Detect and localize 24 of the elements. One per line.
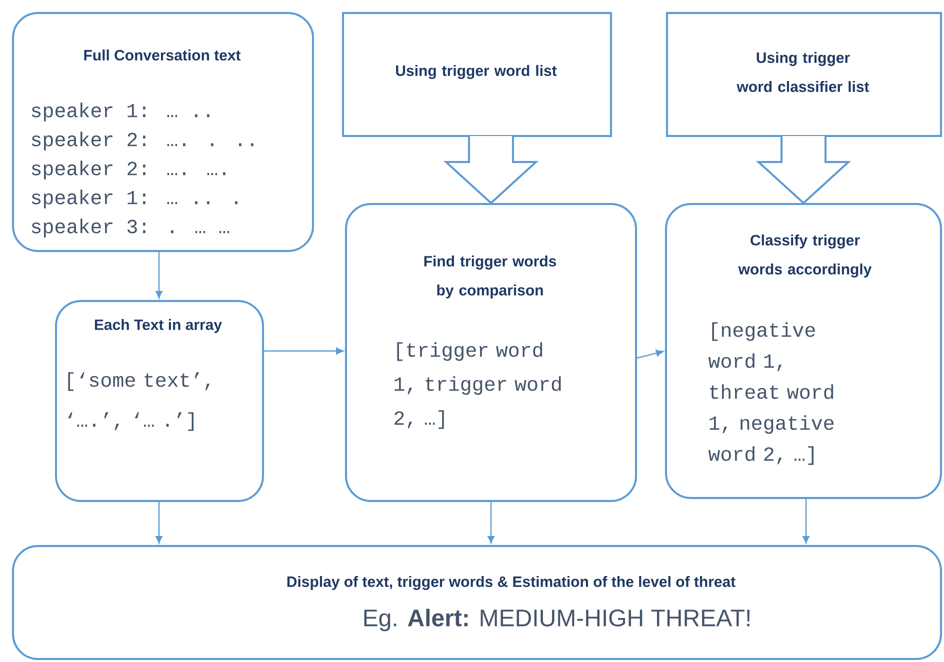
alert-text: Eg. Alert: MEDIUM-HIGH THREAT! — [364, 608, 750, 632]
box-heading: Full Conversation text — [84, 50, 241, 60]
block-arrow — [443, 135, 539, 204]
box-heading: Find trigger words by comparison — [424, 256, 556, 298]
arrow — [802, 499, 810, 544]
code-line: speaker 1: … .. . — [32, 190, 238, 208]
box-heading: Classify trigger words accordingly — [738, 234, 872, 278]
code-line: speaker 2: …. . .. — [32, 132, 254, 150]
code-line: speaker 1: … .. — [32, 102, 210, 122]
code-line: speaker 2: …. …. — [32, 160, 226, 180]
box-heading: Each Text in array — [94, 319, 222, 333]
arrow — [488, 502, 494, 544]
code-text: [trigger word 1, trigger word 2, …] — [394, 342, 561, 429]
arrow — [636, 350, 664, 359]
arrow — [156, 252, 162, 298]
code-line: speaker 3: . … … — [32, 218, 230, 238]
code-text: [negative word 1, threat word 1, negative word 2, …] — [708, 322, 834, 465]
arrow — [156, 502, 162, 544]
box-heading: Using trigger word classifier list — [736, 52, 870, 92]
box-heading: Using trigger word list — [396, 64, 557, 80]
code-text: [‘some text’, ‘….’, ‘… .’] — [68, 372, 210, 431]
box-heading: Display of text, trigger words & Estimation of the level of threat — [287, 576, 736, 590]
arrow — [264, 348, 344, 354]
block-arrow — [756, 135, 852, 204]
